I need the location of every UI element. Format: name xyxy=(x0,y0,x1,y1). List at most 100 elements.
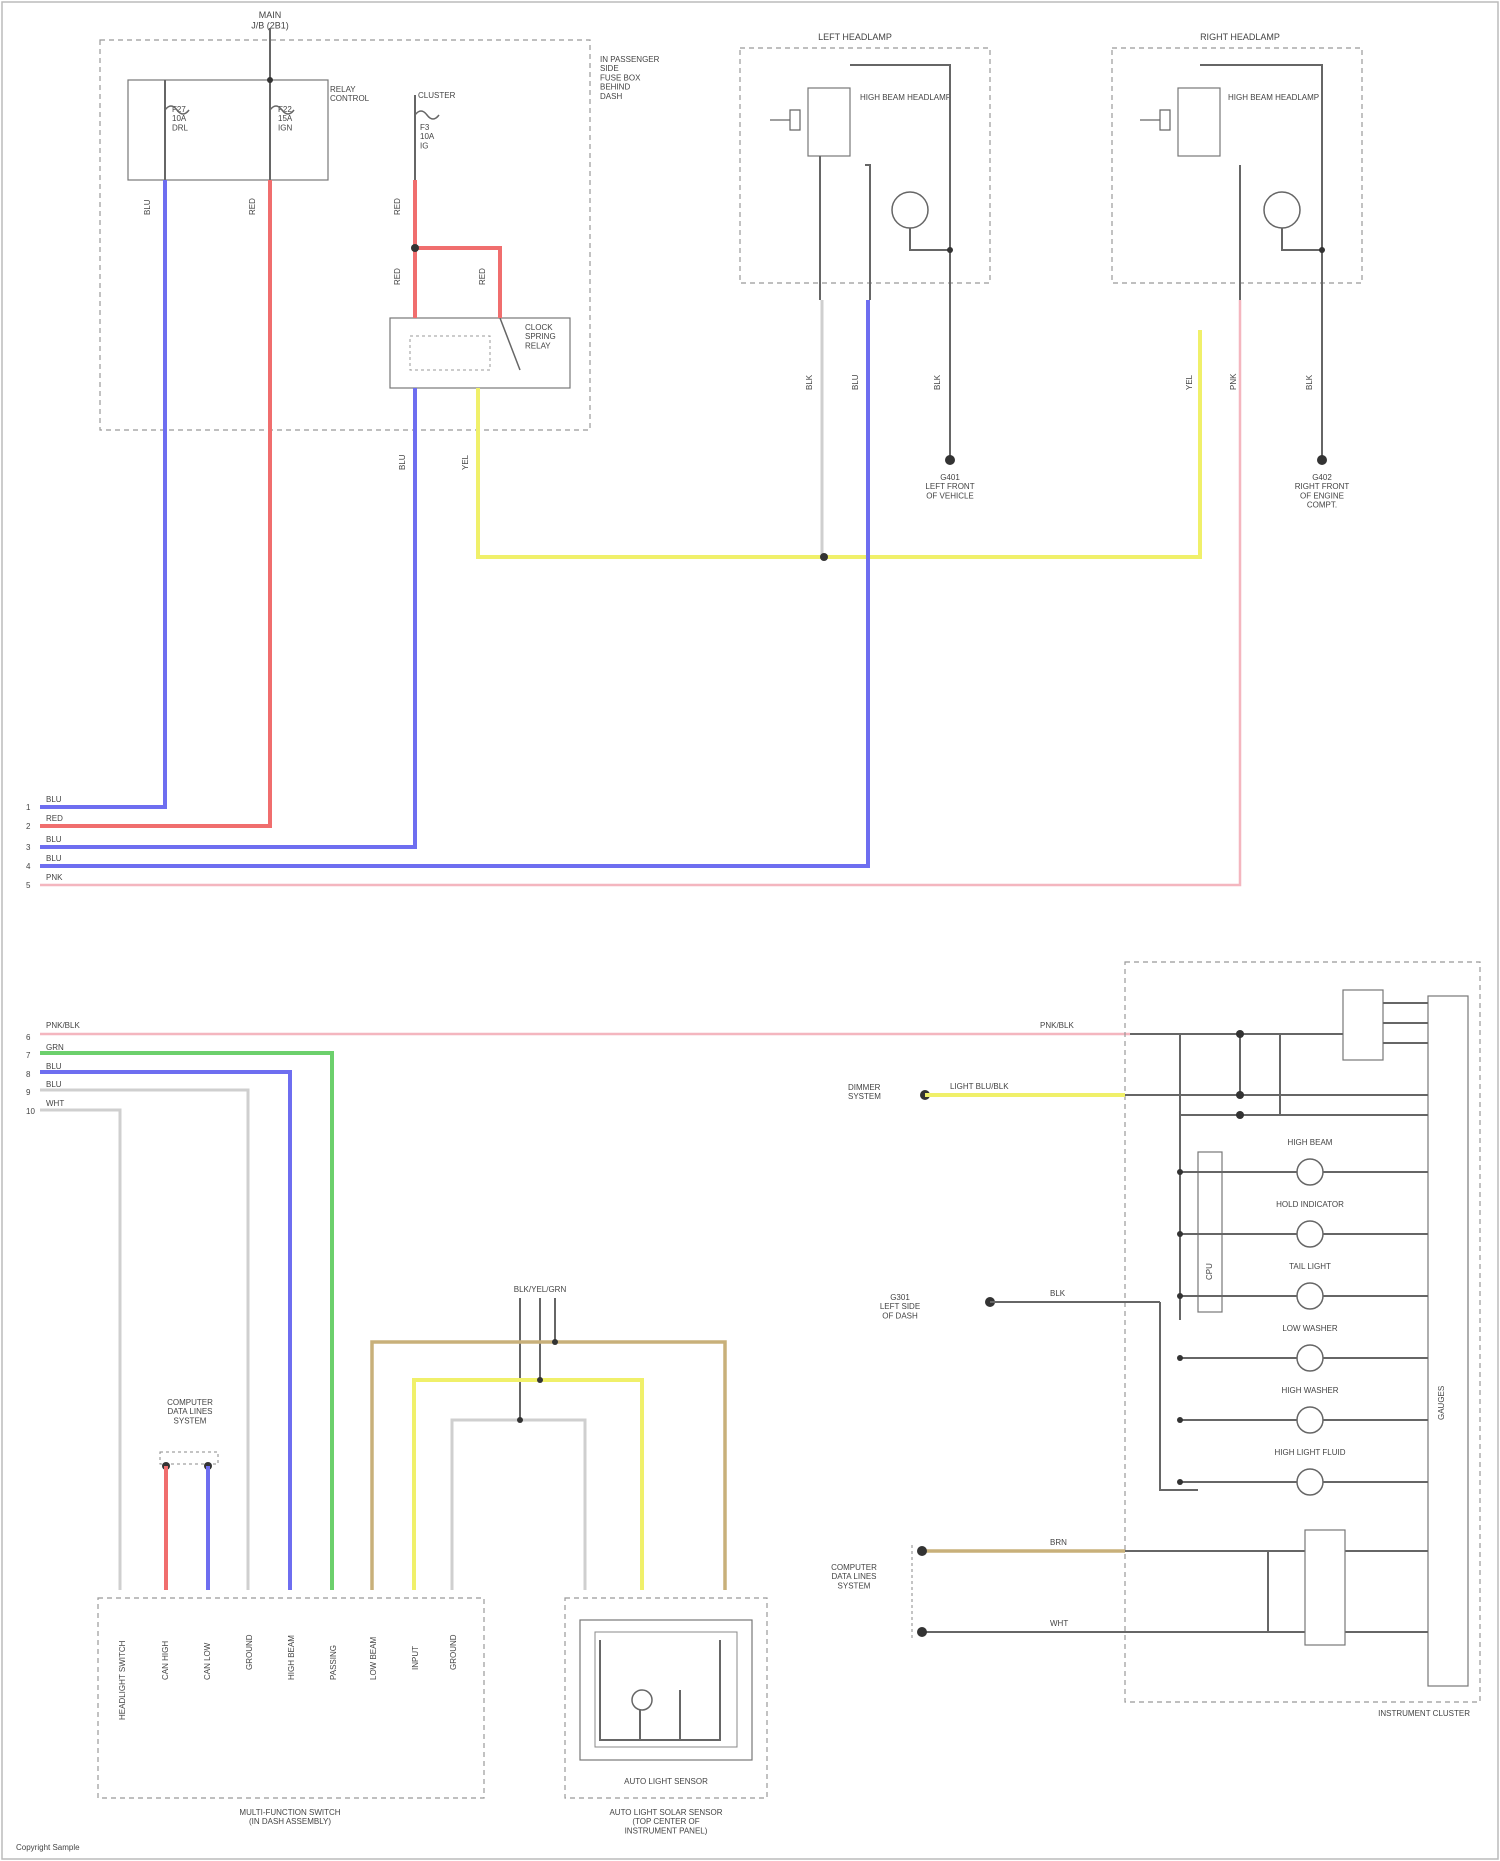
label-blk2: BLK xyxy=(933,374,942,390)
right-headlamp-lamp-lead xyxy=(1282,228,1322,250)
fuse-block: MAINJ/B (2B1) RELAYCONTROL F2710ADRL F22… xyxy=(100,10,660,430)
label-red2: RED xyxy=(393,198,402,215)
pin-4: 4 xyxy=(26,862,31,871)
auto-light-title: AUTO LIGHT SENSOR xyxy=(624,1777,708,1786)
wire-yellow-1 xyxy=(478,330,1200,557)
cluster-fuse-title: CLUSTER xyxy=(418,91,456,100)
left-yellow-junction xyxy=(820,553,828,561)
label-yel2: YEL xyxy=(1185,374,1194,390)
indicator-lamp-icon-2 xyxy=(1297,1283,1323,1309)
junction-leads xyxy=(520,1298,555,1420)
label-red4: RED xyxy=(478,268,487,285)
indicator-junction-5 xyxy=(1177,1479,1183,1485)
right-ground-symbol xyxy=(1317,455,1327,465)
cluster-dimmer-module xyxy=(1198,1152,1222,1312)
right-ground-label: G402RIGHT FRONTOF ENGINECOMPT. xyxy=(1295,473,1350,510)
pin-8: 8 xyxy=(26,1070,31,1079)
instrument-cluster: INSTRUMENT CLUSTER GAUGES PNK/BLK DIMMER… xyxy=(831,962,1480,1718)
mfs-pin-6: PASSING xyxy=(329,1645,338,1680)
cluster-data-lines xyxy=(1125,1551,1428,1632)
indicator-label-3: LOW WASHER xyxy=(1282,1324,1337,1333)
cluster-bus-2 xyxy=(1125,1095,1428,1115)
label-blu1: BLU xyxy=(143,199,152,215)
fuse2-label: F2215AIGN xyxy=(278,105,293,132)
feed-junction xyxy=(267,77,273,83)
cluster-bus-dot-2 xyxy=(1236,1091,1244,1099)
mfs-pin-7: LOW BEAM xyxy=(369,1637,378,1680)
junction-dot-3 xyxy=(517,1417,523,1423)
pin-4-wire: BLU xyxy=(46,854,62,863)
pin-1: 1 xyxy=(26,803,31,812)
indicator-junction-0 xyxy=(1177,1169,1183,1175)
multi-function-switch: MULTI-FUNCTION SWITCH(IN DASH ASSEMBLY) … xyxy=(98,1598,484,1826)
wire-white-1 xyxy=(40,1090,248,1590)
auto-light-sensor: AUTO LIGHT SENSOR AUTO LIGHT SOLAR SENSO… xyxy=(565,1598,767,1835)
right-headlamp-lamp-icon xyxy=(1264,192,1300,228)
wire-white-2 xyxy=(40,1110,120,1590)
pin-10: 10 xyxy=(26,1107,35,1116)
wire-white-3 xyxy=(452,1420,585,1590)
pin-7-wire: GRN xyxy=(46,1043,64,1052)
indicator-label-2: TAIL LIGHT xyxy=(1289,1262,1331,1271)
cluster-yellow-source: DIMMERSYSTEM xyxy=(848,1083,881,1101)
left-headlamp-bulb-icon xyxy=(770,110,800,130)
indicator-lamp-icon-0 xyxy=(1297,1159,1323,1185)
mfs-pin-4: GROUND xyxy=(245,1634,254,1670)
cluster-pink-label: PNK/BLK xyxy=(1040,1021,1074,1030)
cluster-ground-wire xyxy=(990,1302,1198,1490)
cluster-driver-leads xyxy=(1383,1003,1428,1043)
relay-control-label: RELAYCONTROL xyxy=(330,85,370,103)
left-headlamp-title: LEFT HEADLAMP xyxy=(818,32,892,42)
multi-function-label: MULTI-FUNCTION SWITCH(IN DASH ASSEMBLY) xyxy=(239,1808,340,1826)
right-headlamp-title: RIGHT HEADLAMP xyxy=(1200,32,1280,42)
right-headlamp-bulb-icon xyxy=(1140,110,1170,130)
wire-blue-1 xyxy=(40,180,165,807)
label-yel1: YEL xyxy=(461,454,470,470)
mfs-pin-1: HEADLIGHT SWITCH xyxy=(118,1640,127,1720)
cluster-title: INSTRUMENT CLUSTER xyxy=(1378,1709,1470,1718)
left-headlamp-connector xyxy=(808,88,850,156)
pin-10-wire: WHT xyxy=(46,1099,64,1108)
indicator-label-1: HOLD INDICATOR xyxy=(1276,1200,1344,1209)
cluster-gauges-label: GAUGES xyxy=(1437,1386,1446,1420)
mfs-pin-2: CAN HIGH xyxy=(161,1641,170,1680)
label-pnk1: PNK xyxy=(1229,373,1238,390)
cluster-lamp-driver xyxy=(1343,990,1383,1060)
auto-light-caption: AUTO LIGHT SOLAR SENSOR(TOP CENTER OFINS… xyxy=(609,1808,722,1835)
indicator-label-5: HIGH LIGHT FLUID xyxy=(1275,1448,1346,1457)
computer-data-left: COMPUTERDATA LINESSYSTEM xyxy=(160,1398,218,1590)
label-blu2: BLU xyxy=(398,454,407,470)
right-headlamp-bulb-label: HIGH BEAM HEADLAMP xyxy=(1228,93,1319,102)
indicator-junction-4 xyxy=(1177,1417,1183,1423)
left-headlamp-bulb-label: HIGH BEAM HEADLAMP xyxy=(860,93,951,102)
pin-8-wire: BLU xyxy=(46,1062,62,1071)
pin-6: 6 xyxy=(26,1033,31,1042)
indicator-lamp-icon-4 xyxy=(1297,1407,1323,1433)
cluster-ground-wire-label: BLK xyxy=(1050,1289,1066,1298)
pin-9: 9 xyxy=(26,1088,31,1097)
indicator-lamp-icon-5 xyxy=(1297,1469,1323,1495)
indicator-lamp-icon-3 xyxy=(1297,1345,1323,1371)
junction-label: BLK/YEL/GRN xyxy=(514,1285,567,1294)
fuse3-icon xyxy=(415,111,439,119)
pin-7: 7 xyxy=(26,1051,31,1060)
computer-data-connector xyxy=(160,1452,218,1464)
label-blk3: BLK xyxy=(1305,374,1314,390)
relay-feed-junction xyxy=(411,244,419,252)
label-blk1: BLK xyxy=(805,374,814,390)
cluster-bus-dot-1 xyxy=(1236,1030,1244,1038)
left-headlamp-lamp-lead xyxy=(910,228,950,250)
relay-control-box xyxy=(128,80,328,180)
wire-yellow-2 xyxy=(414,1380,642,1590)
wire-red-relay xyxy=(415,180,500,318)
cluster-comp-wire1: BRN xyxy=(1050,1538,1067,1547)
mfs-pin-8: INPUT xyxy=(411,1646,420,1670)
indicator-lamp-icon-1 xyxy=(1297,1221,1323,1247)
label-red1: RED xyxy=(248,198,257,215)
